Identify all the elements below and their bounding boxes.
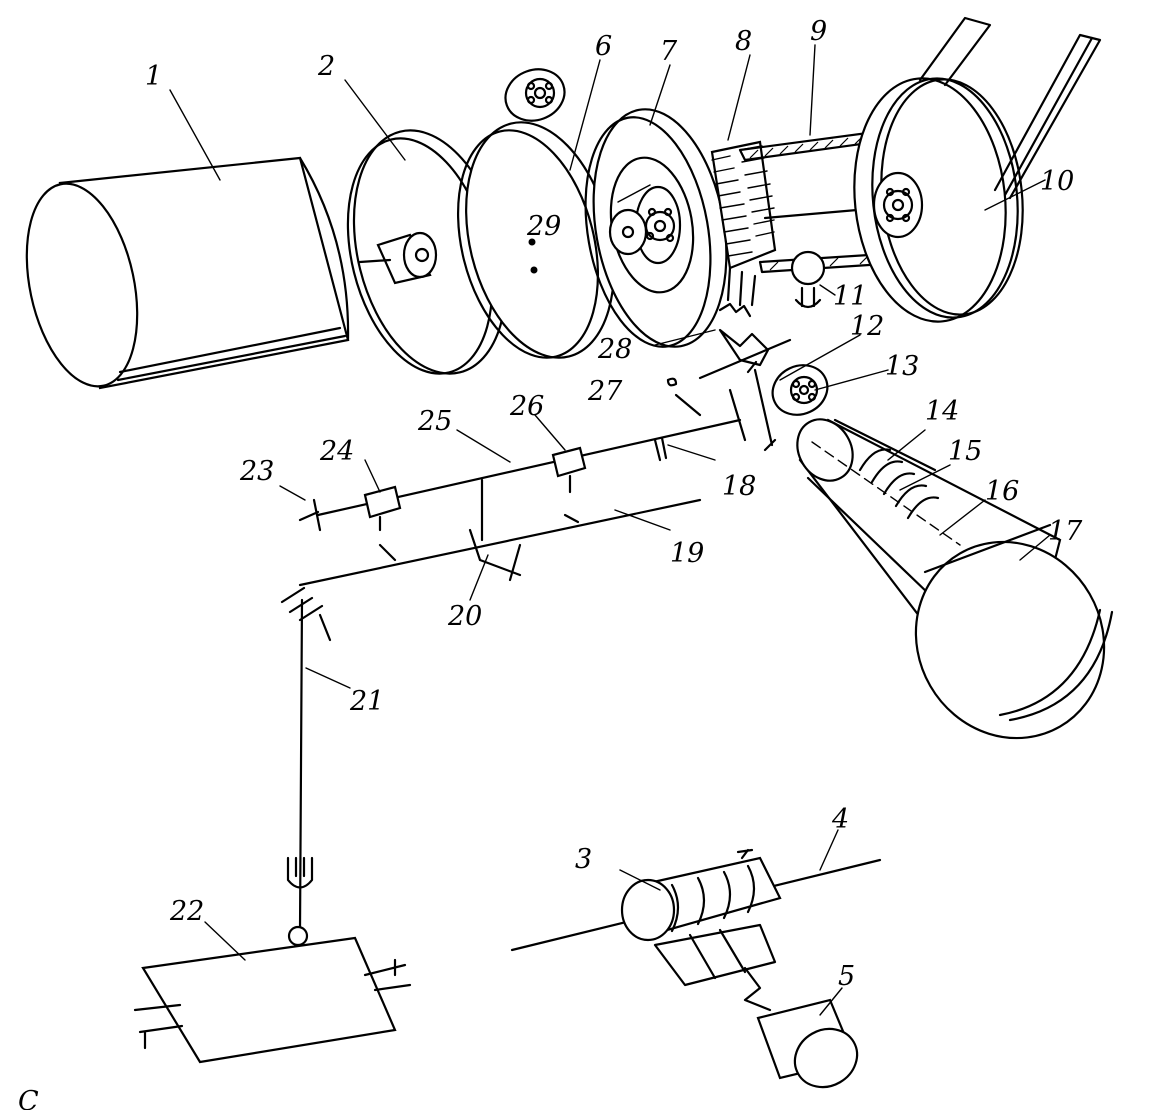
leader-lines bbox=[169, 44, 1051, 1016]
label-24: 24 bbox=[319, 436, 354, 467]
drum-1 bbox=[25, 156, 350, 390]
label-7: 7 bbox=[660, 36, 678, 67]
label-6: 6 bbox=[595, 31, 612, 62]
label-3: 3 bbox=[575, 844, 592, 875]
label-10: 10 bbox=[1040, 166, 1074, 197]
pulley-13 bbox=[771, 364, 829, 416]
label-26: 26 bbox=[509, 391, 544, 422]
label-17: 17 bbox=[1048, 516, 1083, 547]
label-5: 5 bbox=[838, 961, 855, 992]
label-20: 20 bbox=[447, 601, 482, 632]
label-28: 28 bbox=[597, 334, 632, 365]
corner-mark: C bbox=[18, 1086, 39, 1110]
label-4: 4 bbox=[831, 804, 849, 835]
label-12: 12 bbox=[850, 311, 884, 342]
label-29: 29 bbox=[526, 211, 561, 242]
disc-10 bbox=[853, 16, 1102, 323]
label-13: 13 bbox=[885, 351, 919, 382]
gear-8 bbox=[710, 140, 777, 318]
label-14: 14 bbox=[925, 396, 959, 427]
label-22: 22 bbox=[169, 896, 204, 927]
label-16: 16 bbox=[985, 476, 1019, 507]
label-27: 27 bbox=[587, 376, 623, 407]
label-23: 23 bbox=[239, 456, 274, 487]
linkage bbox=[280, 328, 792, 947]
label-8: 8 bbox=[735, 26, 752, 57]
label-18: 18 bbox=[722, 471, 756, 502]
ball-11 bbox=[790, 250, 826, 309]
label-21: 21 bbox=[349, 686, 384, 717]
plate-22 bbox=[133, 936, 412, 1064]
label-11: 11 bbox=[833, 281, 867, 312]
winding-unit-3-5 bbox=[510, 848, 882, 1089]
label-2: 2 bbox=[317, 51, 335, 82]
label-25: 25 bbox=[417, 406, 452, 437]
label-9: 9 bbox=[810, 16, 827, 47]
motor-assembly-14-17 bbox=[796, 418, 1114, 740]
part-labels: 1 2 6 7 8 9 10 29 11 12 28 13 27 14 25 2… bbox=[18, 16, 1083, 1110]
label-19: 19 bbox=[670, 538, 704, 569]
wheel-7 bbox=[584, 108, 728, 348]
label-15: 15 bbox=[948, 436, 982, 467]
label-1: 1 bbox=[145, 61, 162, 92]
disc-6 bbox=[456, 68, 615, 359]
